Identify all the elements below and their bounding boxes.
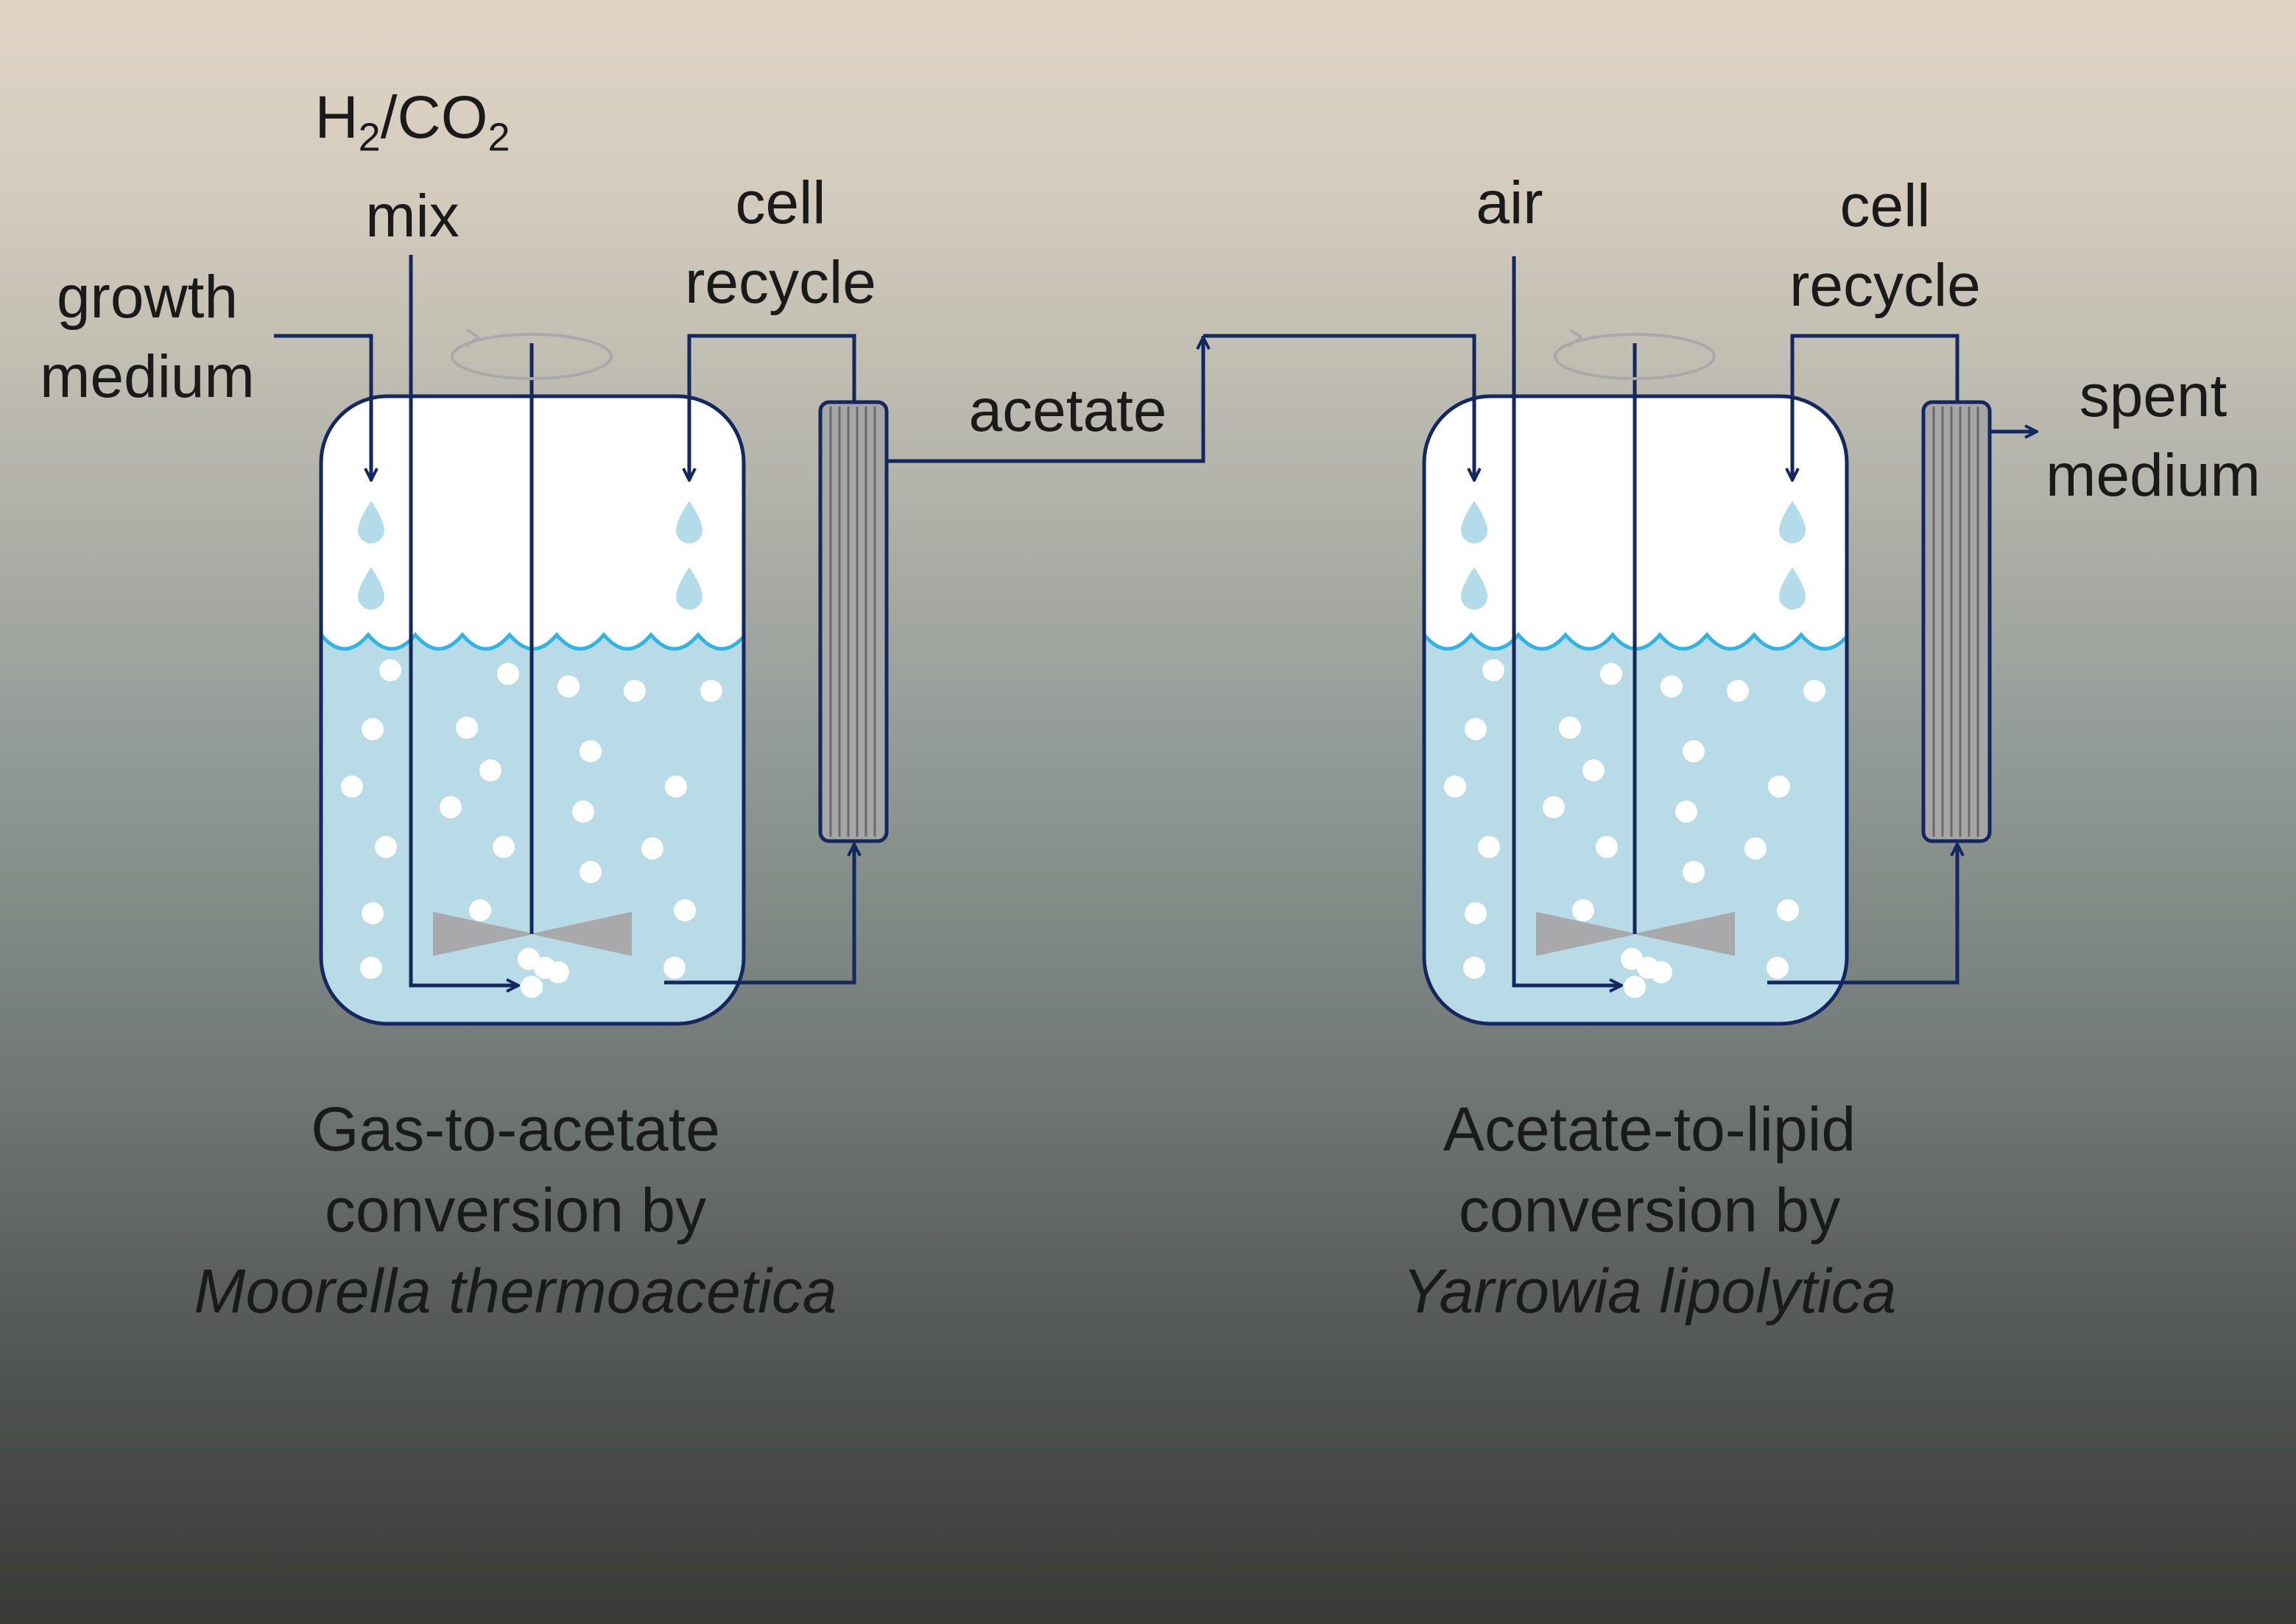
reactor-1-bubbles <box>341 659 722 998</box>
reactor-2-droplets <box>1461 501 1806 610</box>
reactor-1-caption-line-2: conversion by <box>324 1175 707 1245</box>
reactor-2-caption: Acetate-to-lipid conversion by Yarrowia … <box>1281 1089 2018 1332</box>
cell-recycle-label-1: cell recycle <box>663 164 898 323</box>
reactor-2-caption-line-1: Acetate-to-lipid <box>1443 1094 1856 1164</box>
reactor-1-caption-line-1: Gas-to-acetate <box>311 1094 720 1164</box>
gas-mix-label: H2/CO2 mix <box>280 78 545 256</box>
reactor-2-impeller <box>1536 328 1735 956</box>
reactor-2-caption-line-2: conversion by <box>1458 1175 1841 1245</box>
reactor-2-bubbles <box>1444 659 1825 998</box>
growth-medium-label-line-2: medium <box>40 343 255 410</box>
cell-recycle-1-line-2: recycle <box>685 249 876 316</box>
reactor-1-caption: Gas-to-acetate conversion by Moorella th… <box>147 1089 884 1332</box>
reactor-1-impeller <box>433 328 632 956</box>
growth-medium-inlet <box>274 334 371 480</box>
reactor-1-to-filter-line <box>664 844 854 985</box>
acetate-label: acetate <box>968 377 1167 444</box>
cell-recycle-filter-2 <box>1921 400 1992 843</box>
cell-recycle-1-line-1: cell <box>735 169 826 236</box>
reactor-1-organism: Moorella thermoacetica <box>194 1256 837 1326</box>
gas-mix-word: mix <box>365 183 459 250</box>
growth-medium-label-line-1: growth <box>56 264 239 331</box>
reactor-2-organism: Yarrowia lipolytica <box>1402 1256 1897 1326</box>
air-label: air <box>1476 169 1543 236</box>
cell-recycle-line-2 <box>1792 334 1959 480</box>
growth-medium-label: growth medium <box>22 258 272 417</box>
acetate-inlet <box>1203 334 1474 480</box>
air-sparger-line <box>1512 256 1621 985</box>
cell-recycle-label-2: cell recycle <box>1767 166 2003 326</box>
spent-medium-line-2: medium <box>2046 442 2261 509</box>
reactor-1-droplets <box>358 501 702 610</box>
cell-recycle-2-line-1: cell <box>1839 172 1931 239</box>
gas-sparger-line <box>409 255 518 985</box>
reactor-2-vessel <box>1422 394 1849 1026</box>
gas-mix-formula: H2/CO2 <box>314 84 510 160</box>
reactor-1 <box>319 328 746 1026</box>
cell-recycle-filter-1 <box>818 400 889 843</box>
reactor-2-to-filter-line <box>1767 844 1957 985</box>
reactor-2 <box>1422 328 1849 1026</box>
spent-medium-label: spent medium <box>2028 356 2278 516</box>
cell-recycle-line-1 <box>689 334 856 480</box>
reactor-1-vessel <box>319 394 746 1026</box>
spent-medium-line-1: spent <box>2079 362 2228 429</box>
cell-recycle-2-line-2: recycle <box>1789 252 1981 319</box>
